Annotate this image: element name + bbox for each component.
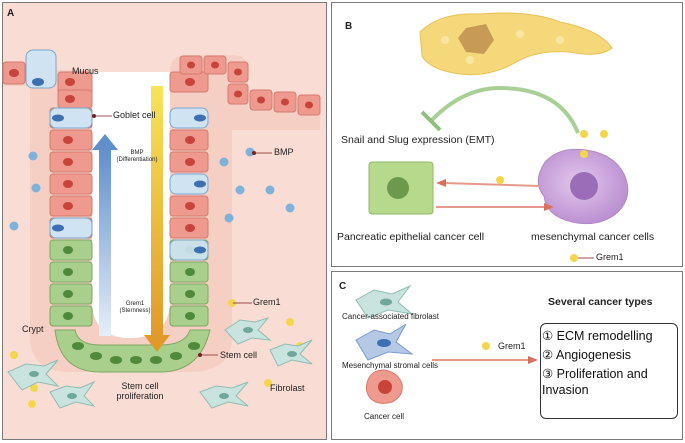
bmp-label: BMP — [274, 147, 294, 157]
stem-proliferation-line1: Stem cell — [121, 381, 159, 391]
epithelial-cancer-cell-label: Pancreatic epithelial cancer cell — [337, 231, 485, 243]
crypt-label: Crypt — [22, 324, 44, 334]
msc-illustration — [355, 323, 414, 361]
outcomes-box — [540, 323, 678, 419]
goblet-cell-label: Goblet cell — [113, 110, 156, 120]
grem1-label-a: Grem1 — [253, 297, 281, 307]
bmp-gradient-arrow — [92, 134, 118, 336]
bmp-arrow-label-line2: (Differentiation) — [116, 156, 158, 163]
panel-c-label: C — [339, 281, 347, 292]
outcome-invasion: Invasion — [542, 383, 589, 397]
cancer-arrow-c — [432, 356, 538, 364]
grem1-molecules-b — [496, 130, 608, 262]
grem1-label-b: Grem1 — [596, 252, 624, 262]
caf-illustration — [355, 284, 414, 319]
emt-label: Snail and Slug expression (EMT) — [341, 134, 495, 146]
crypt-base-cells — [54, 329, 211, 373]
leader-lines-a — [92, 114, 272, 357]
grem1-label-c: Grem1 — [498, 341, 526, 351]
left-stem-cells — [49, 239, 93, 327]
grem1-gradient-arrow — [144, 86, 170, 352]
fibroblast-label: Fibrolast — [270, 383, 305, 393]
cancer-cell-illustration — [365, 369, 403, 404]
panel-b-label: B — [345, 21, 353, 32]
grem1-arrow-label-line2: (Sternness) — [119, 307, 151, 314]
outcome-proliferation: ③ Proliferation and — [542, 367, 648, 381]
bmp-molecules — [9, 147, 295, 231]
grem1-arrow-label-line1: Grem1 — [125, 301, 145, 307]
cancer-types-title: Several cancer types — [548, 296, 653, 308]
panel-a-label: A — [7, 8, 15, 19]
stem-proliferation-label: Stem cell proliferation — [108, 381, 172, 402]
bmp-arrow-label: BMP (Differentiation) — [112, 150, 162, 163]
grem1-molecule-c — [482, 342, 490, 350]
grem1-arrow-label: Grem1 (Sternness) — [115, 301, 155, 314]
pancreas-illustration — [419, 12, 613, 76]
emt-inhibition-arrow — [420, 85, 580, 134]
caf-label: Cancer-associated fibrolast — [342, 312, 439, 321]
stem-proliferation-line2: proliferation — [116, 390, 164, 401]
cancer-cell-label: Cancer cell — [364, 412, 405, 421]
epithelial-cancer-cell — [368, 161, 434, 215]
mesenchymal-cancer-cell — [537, 148, 629, 225]
msc-label: Mesenchymal stromal cells — [342, 361, 439, 370]
stem-cell-label: Stem cell — [220, 350, 258, 360]
emt-transition-arrows — [436, 179, 554, 211]
right-epithelial-cells — [169, 55, 321, 327]
mesenchymal-cancer-cell-label: mesenchymal cancer cells — [531, 231, 655, 243]
fibroblasts-a — [7, 317, 313, 409]
mucus-label: Mucus — [72, 66, 99, 76]
outcome-angiogenesis: ② Angiogenesis — [542, 348, 632, 362]
outcome-ecm: ① ECM remodelling — [542, 329, 653, 343]
bmp-arrow-label-line1: BMP — [130, 150, 144, 156]
goblet-cells — [25, 49, 209, 261]
